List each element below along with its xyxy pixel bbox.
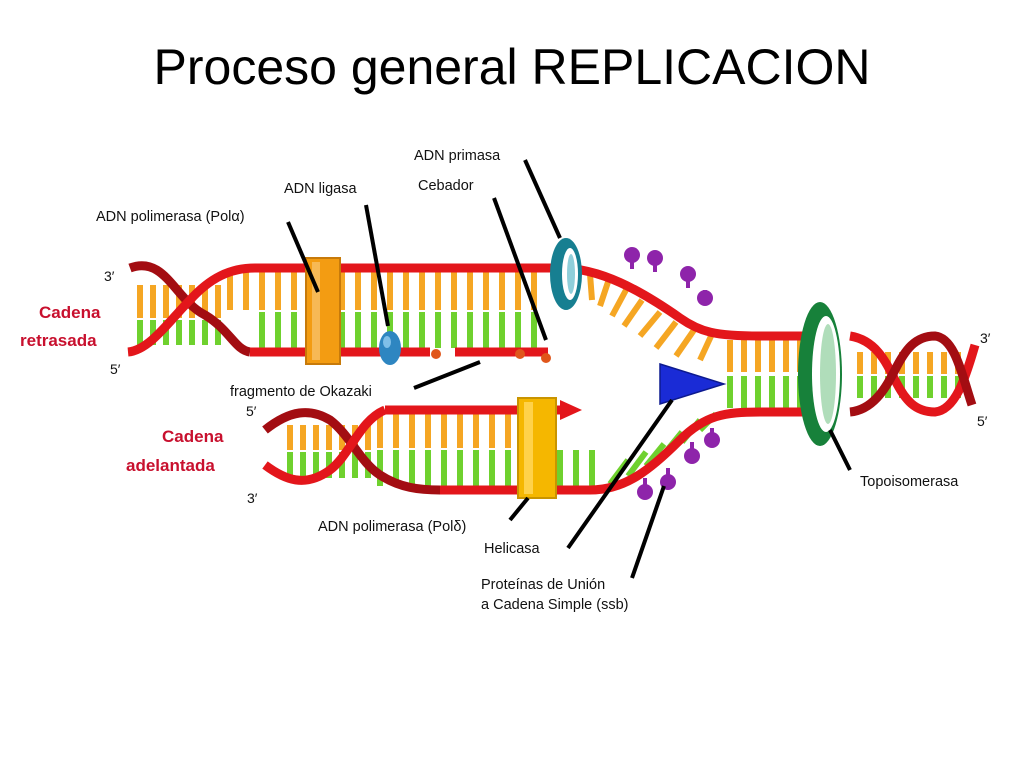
label-polimerasa-delta: ADN polimerasa (Polδ) bbox=[318, 519, 466, 535]
base-pair bbox=[609, 288, 629, 318]
lagging-helix bbox=[127, 261, 256, 357]
label-leading-line1: Cadena bbox=[162, 427, 224, 446]
ssb-proteins bbox=[624, 247, 720, 500]
leading-helix bbox=[262, 405, 441, 495]
polymerase-alpha bbox=[305, 257, 341, 365]
label-ssb-line2: a Cadena Simple (ssb) bbox=[481, 597, 629, 613]
label-lagging-line2: retrasada bbox=[20, 331, 97, 350]
label-ligasa: ADN ligasa bbox=[284, 181, 357, 197]
leading-strand-arrowhead bbox=[560, 400, 582, 420]
label-lagging-line1: Cadena bbox=[39, 303, 101, 322]
label-okazaki: fragmento de Okazaki bbox=[230, 384, 372, 400]
polymerase-delta bbox=[517, 397, 557, 499]
helicase bbox=[659, 362, 727, 406]
end-lagging-top: 3′ bbox=[104, 268, 115, 284]
slide-title: Proceso general REPLICACION bbox=[153, 39, 871, 95]
base-pair bbox=[587, 273, 595, 301]
primase bbox=[550, 238, 582, 310]
topoisomerase bbox=[798, 302, 842, 446]
primers bbox=[431, 349, 551, 363]
end-leading-bottom: 3′ bbox=[247, 490, 258, 506]
label-polimerasa-alpha: ADN polimerasa (Polα) bbox=[96, 209, 245, 225]
leader-lines bbox=[286, 159, 852, 579]
label-cebador: Cebador bbox=[418, 178, 474, 194]
base-pair bbox=[653, 320, 679, 350]
base-pair bbox=[637, 310, 663, 338]
end-right-top: 3′ bbox=[980, 330, 991, 346]
end-lagging-bottom: 5′ bbox=[110, 361, 121, 377]
end-leading-top: 5′ bbox=[246, 403, 257, 419]
base-pair bbox=[625, 450, 649, 478]
lagging-template-strand bbox=[255, 263, 820, 341]
base-pair bbox=[673, 328, 697, 358]
parental-helix bbox=[849, 331, 980, 417]
label-topoisomerasa: Topoisomerasa bbox=[860, 474, 959, 490]
ligase bbox=[379, 331, 401, 365]
leading-template-strand bbox=[440, 407, 820, 495]
base-pair bbox=[697, 332, 715, 362]
label-helicasa: Helicasa bbox=[484, 541, 541, 557]
label-leading-line2: adelantada bbox=[126, 456, 215, 475]
base-pair bbox=[621, 298, 645, 328]
label-primasa: ADN primasa bbox=[414, 148, 501, 164]
base-pair bbox=[597, 281, 611, 307]
end-right-bottom: 5′ bbox=[977, 413, 988, 429]
label-ssb-line1: Proteínas de Unión bbox=[481, 577, 605, 593]
